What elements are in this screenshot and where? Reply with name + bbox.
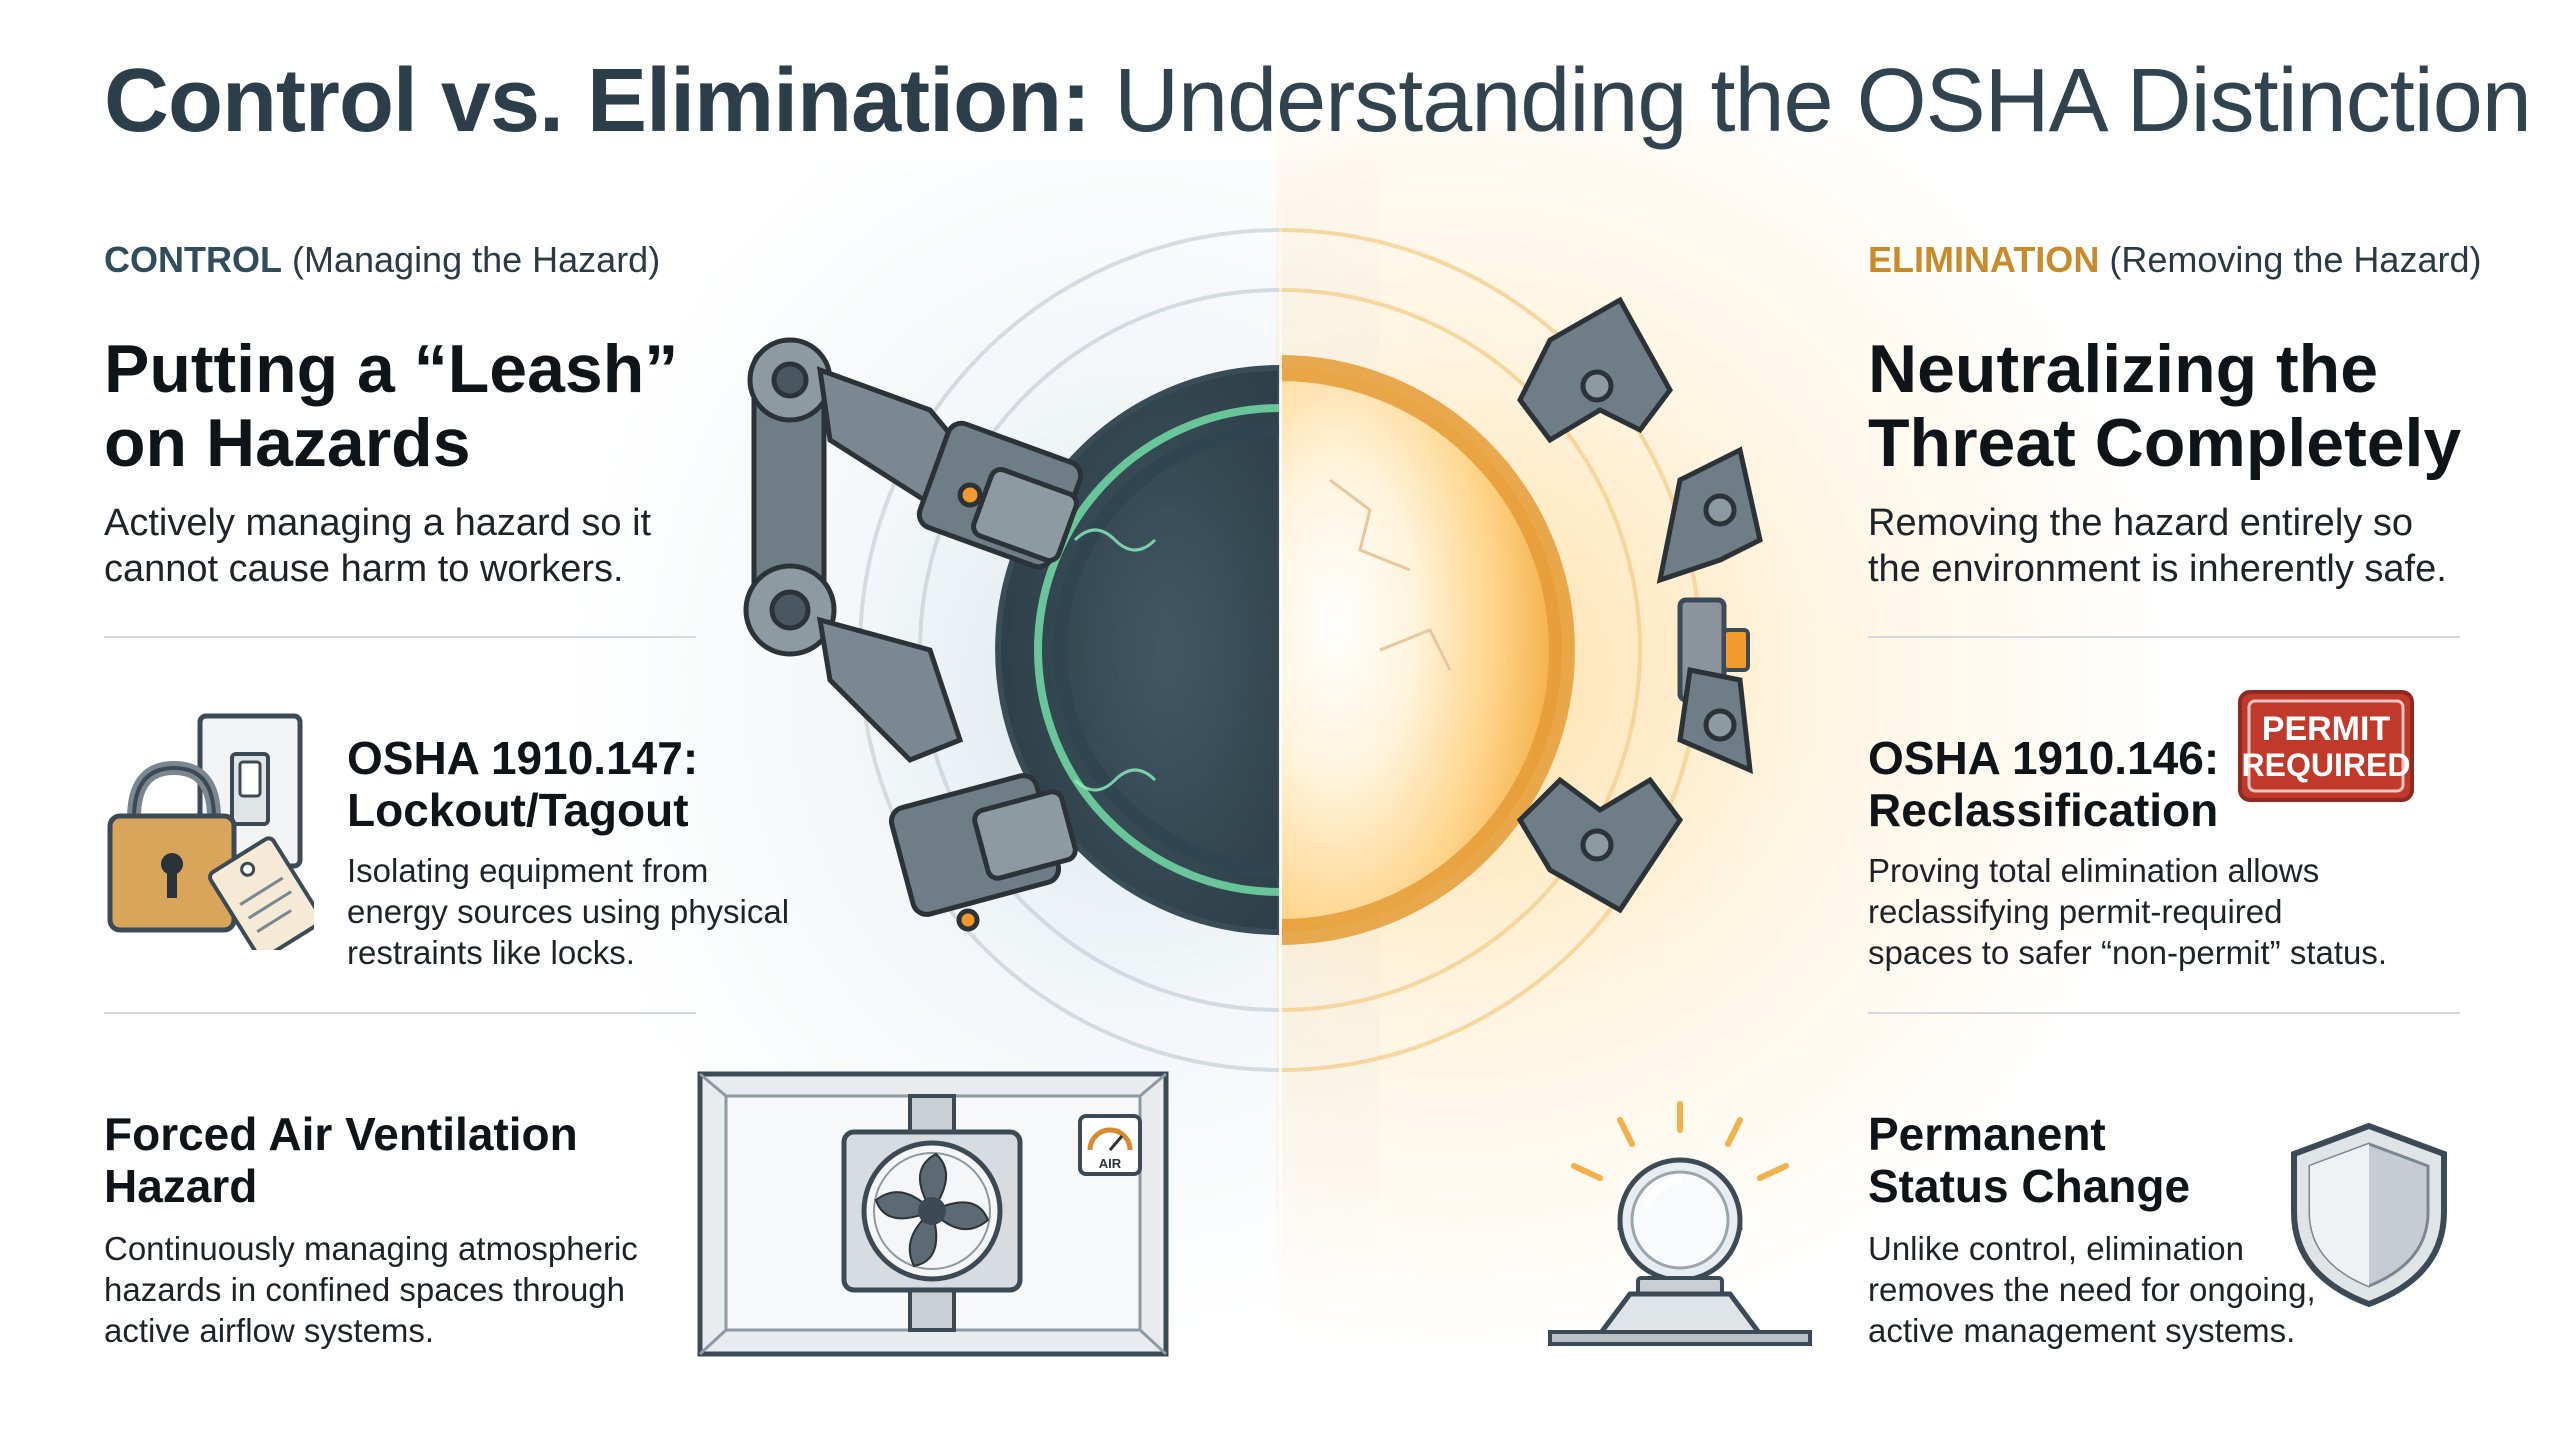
page-title: Control vs. Elimination: Understanding t… <box>104 46 2532 156</box>
reclassification-title: OSHA 1910.146: Reclassification <box>1868 732 2219 836</box>
lockout-tagout-description-line1: Isolating equipment from <box>347 852 709 889</box>
lockout-tagout-title-line2: Lockout/Tagout <box>347 784 689 836</box>
glass-dome-icon <box>1548 1101 1812 1346</box>
lockout-tagout-description-line3: restraints like locks. <box>347 934 635 971</box>
page-title-bold: Control vs. Elimination: <box>104 51 1091 151</box>
page-title-light: Understanding the OSHA Distinction <box>1114 51 2532 151</box>
control-keyword: CONTROL <box>104 239 282 280</box>
reclassification-description: Proving total elimination allows reclass… <box>1868 850 2387 973</box>
control-lead: Actively managing a hazard so it cannot … <box>104 500 651 592</box>
control-headline-line1: Putting a “Leash” <box>104 331 679 407</box>
center-divider <box>1279 150 1282 1390</box>
control-divider-2 <box>104 1012 696 1014</box>
ventilation-description: Continuously managing atmospheric hazard… <box>104 1228 638 1351</box>
status-change-title: Permanent Status Change <box>1868 1108 2190 1212</box>
elimination-headline-line1: Neutralizing the <box>1868 331 2379 407</box>
status-change-description-line2: removes the need for ongoing, <box>1868 1271 2316 1308</box>
control-lead-line1: Actively managing a hazard so it <box>104 502 652 544</box>
elimination-divider-1 <box>1868 636 2460 638</box>
elimination-headline-line2: Threat Completely <box>1868 405 2462 481</box>
control-keyword-description: (Managing the Hazard) <box>292 239 661 280</box>
status-change-description: Unlike control, elimination removes the … <box>1868 1228 2316 1351</box>
elimination-keyword-description: (Removing the Hazard) <box>2109 239 2482 280</box>
control-lead-line2: cannot cause harm to workers. <box>104 548 624 590</box>
control-vs-elimination-illustration <box>743 228 1763 1072</box>
status-change-title-line2: Status Change <box>1868 1160 2191 1212</box>
robotic-arm-clamp-icon <box>743 337 1084 932</box>
ventilation-description-line3: active airflow systems. <box>104 1312 435 1349</box>
permit-badge-icon: PERMIT REQUIRED <box>2238 690 2414 802</box>
elimination-divider-2 <box>1868 1012 2460 1014</box>
ventilation-unit-illustration: AIR <box>697 1071 1169 1357</box>
lockout-tagout-title-line1: OSHA 1910.147: <box>347 732 699 784</box>
shield-icon <box>2291 1122 2447 1308</box>
reclassification-description-line2: reclassifying permit-required <box>1868 893 2283 930</box>
lockout-tagout-description-line2: energy sources using physical <box>347 893 790 930</box>
air-gauge-label: AIR <box>1099 1156 1122 1171</box>
ventilation-title: Forced Air Ventilation Hazard <box>104 1108 578 1212</box>
elimination-headline: Neutralizing the Threat Completely <box>1868 332 2461 480</box>
reclassification-description-line3: spaces to safer “non-permit” status. <box>1868 934 2388 971</box>
reclassification-title-line2: Reclassification <box>1868 784 2219 836</box>
permit-badge-line1: PERMIT <box>2262 710 2391 748</box>
lockout-tagout-title: OSHA 1910.147: Lockout/Tagout <box>347 732 698 836</box>
ventilation-title-line2: Hazard <box>104 1160 258 1212</box>
tag-icon <box>208 836 314 950</box>
ventilation-title-line1: Forced Air Ventilation <box>104 1108 578 1160</box>
permit-badge-line2: REQUIRED <box>2242 747 2411 783</box>
control-divider-1 <box>104 636 696 638</box>
elimination-lead: Removing the hazard entirely so the envi… <box>1868 500 2447 592</box>
padlock-icon <box>107 760 237 933</box>
status-change-description-line3: active management systems. <box>1868 1312 2296 1349</box>
control-headline-line2: on Hazards <box>104 405 471 481</box>
status-change-description-line1: Unlike control, elimination <box>1868 1230 2245 1267</box>
elimination-section-label: ELIMINATION (Removing the Hazard) <box>1868 238 2481 282</box>
lockout-tagout-icon <box>107 713 314 950</box>
elimination-lead-line1: Removing the hazard entirely so <box>1868 502 2413 544</box>
fan-icon <box>861 1140 1003 1282</box>
reclassification-description-line1: Proving total elimination allows <box>1868 852 2320 889</box>
control-headline: Putting a “Leash” on Hazards <box>104 332 678 480</box>
elimination-lead-line2: the environment is inherently safe. <box>1868 548 2447 590</box>
released-claw-icon <box>1516 296 1763 914</box>
control-section-label: CONTROL (Managing the Hazard) <box>104 238 660 282</box>
status-change-title-line1: Permanent <box>1868 1108 2106 1160</box>
light-switch-icon <box>197 713 303 869</box>
ventilation-description-line2: hazards in confined spaces through <box>104 1271 626 1308</box>
reclassification-title-line1: OSHA 1910.146: <box>1868 732 2220 784</box>
ventilation-description-line1: Continuously managing atmospheric <box>104 1230 638 1267</box>
elimination-keyword: ELIMINATION <box>1868 239 2100 280</box>
lockout-tagout-description: Isolating equipment from energy sources … <box>347 850 789 973</box>
air-gauge-icon: AIR <box>1078 1114 1142 1176</box>
